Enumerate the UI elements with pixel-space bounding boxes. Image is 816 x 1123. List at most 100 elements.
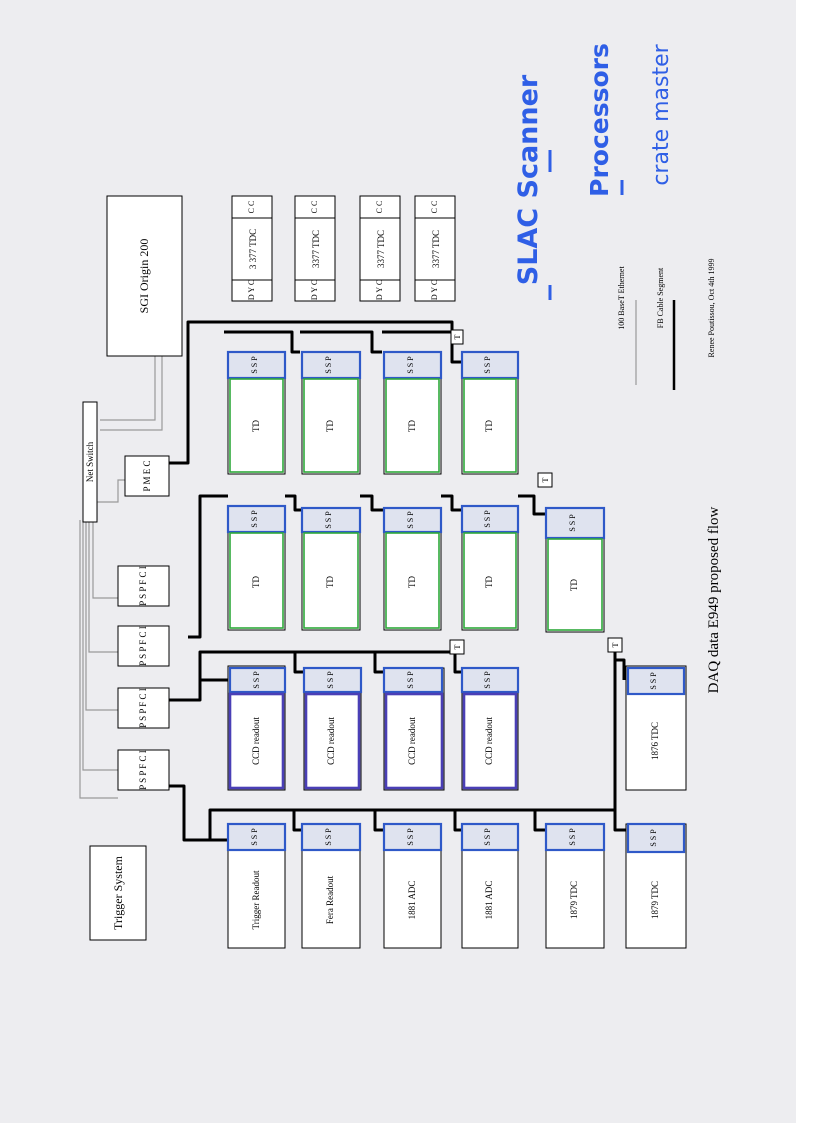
pmec-module[interactable]: P M E C [124,455,170,497]
cc-label: C C [430,201,439,214]
td-crate[interactable]: S S P TD [226,504,287,631]
daq-diagram: SGI Origin 200 Net Switch P M E C P S P … [79,43,722,949]
ssp-label: S S P [649,672,658,690]
adc1881-crate-1[interactable]: S S P 1881 ADC [382,822,443,949]
module-label: 3377 TDC [431,230,441,268]
pspfci-label: P S P F C I [138,688,148,728]
pspfci-label: P S P F C I [138,566,148,606]
t-terminator[interactable]: T [449,639,465,655]
module-label: TD [484,576,494,588]
ccd-crate[interactable]: S S P CCD readout [382,666,445,791]
td-crate[interactable]: S S P TD [544,506,606,633]
fb-legend-label: FB Cable Segment [656,267,665,328]
pspfci-module-2[interactable]: P S P F C I [117,625,170,667]
module-label: 1881 ADC [407,881,417,920]
readout-row: S S P Trigger Readout S S P Fera Readout… [226,822,687,949]
t-label: T [453,334,462,339]
module-label: TD [325,576,335,588]
trigger-system-label: Trigger System [111,855,125,930]
ccd-crate[interactable]: S S P CCD readout [460,666,520,791]
trigger-system[interactable]: Trigger System [89,845,147,941]
ssp-label: S S P [324,828,333,846]
tdc3377-crate-4[interactable]: C C 3377 TDC D Y C [414,195,456,302]
td-crate[interactable]: S S P TD [382,506,443,631]
sgi-origin-200[interactable]: SGI Origin 200 [106,195,183,357]
pspfci-module-1[interactable]: P S P F C I [117,565,170,607]
module-label: 1879 TDC [650,881,660,919]
ssp-label: S S P [406,511,415,529]
pspfci-module-4[interactable]: P S P F C I [117,749,170,791]
td-crate[interactable]: S S P TD [460,350,520,475]
net-switch[interactable]: Net Switch [82,401,98,523]
ccd-crate[interactable]: S S P CCD readout [227,665,287,791]
td-crate[interactable]: S S P TD [300,350,362,475]
module-label: 3377 TDC [376,230,386,268]
ccd-crate[interactable]: S S P CCD readout [302,666,363,791]
ssp-label: S S P [483,510,492,528]
ssp-label: S S P [649,829,658,847]
module-label: 1881 ADC [484,881,494,920]
module-label: 3377 TDC [311,230,321,268]
pspfci-label: P S P F C I [138,626,148,666]
t-terminator[interactable]: T [607,637,623,653]
tdc3377-row: C C 3 377 TDC D Y C C C 3377 TDC D Y C C… [231,195,456,302]
td-crate[interactable]: S S P TD [382,350,443,475]
module-label: TD [569,579,579,591]
td-crate[interactable]: S S P TD [460,504,520,631]
td-crate[interactable]: S S P TD [226,350,287,475]
module-label: Fera Readout [325,875,335,924]
pspfci-label: P S P F C I [138,750,148,790]
ssp-label: S S P [324,511,333,529]
module-label: TD [251,576,261,588]
td-crate[interactable]: S S P TD [300,506,362,631]
module-label: TD [251,420,261,432]
ethernet-legend-label: 100 BaseT Ethernet [617,266,626,330]
pmec-label: P M E C [142,461,152,492]
diagram-title: DAQ data E949 proposed flow [706,507,722,694]
tdc1876-crate[interactable]: S S P 1876 TDC [625,665,687,791]
ssp-label: S S P [483,828,492,846]
note-slac-scanner: SLAC Scanner [513,74,544,285]
ssp-label: S S P [406,828,415,846]
legend: 100 BaseT Ethernet FB Cable Segment [617,266,676,390]
ssp-label: S S P [250,510,259,528]
dyc-label: D Y C [375,280,384,300]
ssp-label: S S P [250,356,259,374]
tdc1879-crate-2[interactable]: S S P 1879 TDC [625,822,687,949]
fera-readout-crate[interactable]: S S P Fera Readout [300,822,362,949]
trigger-readout-crate[interactable]: S S P Trigger Readout [226,822,287,949]
tdc3377-crate-3[interactable]: C C 3377 TDC D Y C [359,195,401,302]
cc-label: C C [375,201,384,214]
note-processors: Processors [585,43,614,197]
ccd-row: S S P CCD readout S S P CCD readout S S … [227,637,687,791]
ssp-label: S S P [568,514,577,532]
ssp-label: S S P [252,671,261,689]
module-label: TD [325,420,335,432]
module-label: CCD readout [407,717,417,765]
author-credit: Renee Poutissou, Oct 4th 1999 [707,259,716,358]
ssp-label: S S P [406,671,415,689]
dyc-label: D Y C [310,280,319,300]
note-crate-master: crate master [649,43,674,185]
dyc-label: D Y C [247,280,256,300]
handwritten-notes: SLAC Scanner Processors crate master [513,43,674,300]
page-edge [796,0,816,1123]
pspfci-module-3[interactable]: P S P F C I [117,687,170,729]
t-terminator[interactable]: T [537,472,553,488]
module-label: TD [407,576,417,588]
cc-label: C C [247,201,256,214]
ssp-label: S S P [324,356,333,374]
tdc3377-crate-2[interactable]: C C 3377 TDC D Y C [294,195,336,302]
cc-label: C C [310,201,319,214]
t-terminator[interactable]: T [450,329,464,345]
module-label: 3 377 TDC [248,229,258,269]
tdc3377-crate-1[interactable]: C C 3 377 TDC D Y C [231,195,273,302]
ssp-label: S S P [483,356,492,374]
ssp-label: S S P [250,828,259,846]
module-label: TD [484,420,494,432]
module-label: 1876 TDC [650,722,660,760]
module-label: 1879 TDC [569,881,579,919]
module-label: TD [407,420,417,432]
tdc1879-crate-1[interactable]: S S P 1879 TDC [544,822,606,949]
adc1881-crate-2[interactable]: S S P 1881 ADC [460,822,520,949]
